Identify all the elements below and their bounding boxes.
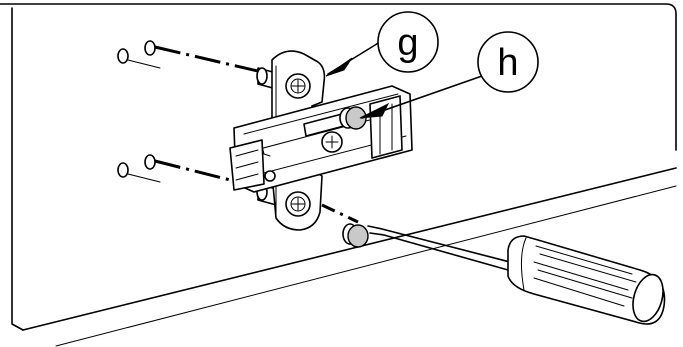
callout-h: h — [359, 31, 539, 119]
drill-holes — [117, 40, 156, 178]
cabinet-panel — [0, 3, 677, 347]
cover-caps — [339, 106, 369, 248]
callout-g-label: g — [397, 22, 418, 64]
screwdriver-icon — [367, 225, 666, 325]
callout-h-label: h — [497, 42, 518, 84]
callout-g: g — [325, 11, 439, 77]
